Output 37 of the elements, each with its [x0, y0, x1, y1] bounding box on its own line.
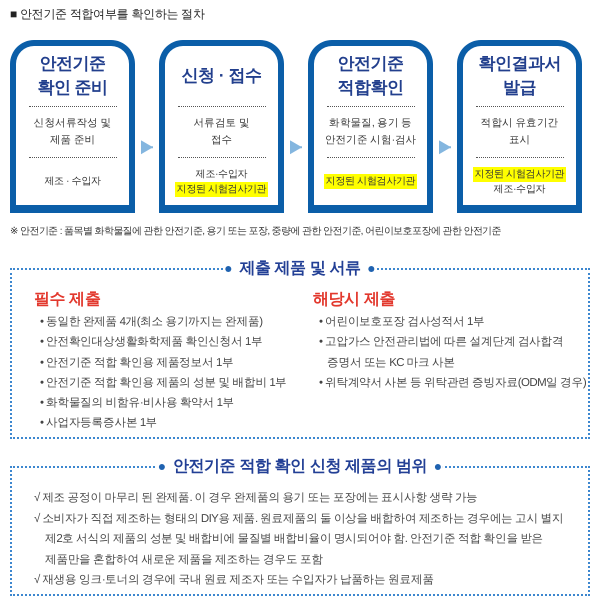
bullet-item: • 어린이보호포장 검사성적서 1부 [319, 315, 486, 330]
highlighted-actor-label: 지정된 시험검사기관 [324, 174, 418, 189]
bullet-item: • 위탁계약서 사본 등 위탁관련 증빙자료(ODM일 경우) [319, 376, 588, 391]
step-description: 적합시 유효기간 표시 [480, 116, 560, 148]
actor-label: 제조·수입자 [194, 168, 248, 182]
step-box [308, 40, 433, 213]
step-title: 안전기준 적합확인 [336, 53, 404, 99]
highlighted-actor-label: 지정된 시험검사기관 [472, 166, 566, 182]
bullet-item: • 화학물질의 비함유·비사용 확약서 1부 [40, 396, 235, 412]
step-box [457, 40, 582, 213]
step-title: 신청 · 접수 [182, 65, 262, 87]
checklist-item: √ 소비자가 직접 제조하는 형태의 DIY용 제품. 원료제품의 둘 이상을 배합하여 제조하는 경우에는 고시 별지 제2호 서식의 제품의 성분 및 배합비에 물질별 배합비율이 명시되어야 함. 안전기준 적합 확인을 받은 제품만을 혼합하여 새로운 제품을 제조하는 경우도 포함 [34, 512, 564, 568]
step-title: 안전기준 확인 준비 [36, 53, 109, 99]
bullet-item: • 안전기준 적합 확인용 제품의 성분 및 배합비 1부 [40, 376, 288, 391]
checklist-item: √ 재생용 잉크·토너의 경우에 국내 원료 제조자 또는 수입자가 납품하는 원료제품 [34, 572, 435, 588]
step-title: 확인결과서 발급 [477, 53, 562, 99]
column-heading: 해당시 제출 [313, 290, 396, 310]
arrow [141, 140, 153, 154]
actor-label: 제조 · 수입자 [43, 175, 102, 189]
step-description: 신청서류작성 및 제품 준비 [32, 116, 112, 148]
actor-label: 제조·수입자 [492, 182, 546, 196]
diagram-title: ■ 안전기준 적합여부를 확인하는 절차 [10, 6, 205, 23]
column-heading: 필수 제출 [34, 290, 100, 310]
bullet-item: • 고압가스 안전관리법에 따른 설계단계 검사합격 증명서 또는 KC 마크 사본 [319, 335, 564, 371]
bullet-item: • 동일한 완제품 4개(최소 용기까지는 완제품) [40, 315, 264, 330]
checklist-item: √ 제조 공정이 마무리 된 완제품. 이 경우 완제품의 용기 또는 포장에는 표시사항 생략 가능 [34, 490, 479, 506]
highlighted-actor-label: 지정된 시험검사기관 [174, 182, 268, 196]
step-box [159, 40, 284, 213]
bullet-item: • 안전확인대상생활화학제품 확인신청서 1부 [40, 335, 264, 350]
step-box [10, 40, 135, 213]
footnote: ※ 안전기준 : 품목별 화학물질에 관한 안전기준, 용기 또는 포장, 중량에 관한 안전기준, 어린이보호포장에 관한 안전기준 [10, 225, 501, 239]
arrow [439, 140, 451, 154]
bullet-item: • 사업자등록증사본 1부 [40, 416, 158, 432]
step-description: 화학물질, 용기 등 안전기준 시험·검사 [324, 116, 418, 148]
bullet-item: • 안전기준 적합 확인용 제품정보서 1부 [40, 356, 234, 371]
arrow [290, 140, 302, 154]
step-description: 서류검토 및 접수 [192, 116, 251, 148]
